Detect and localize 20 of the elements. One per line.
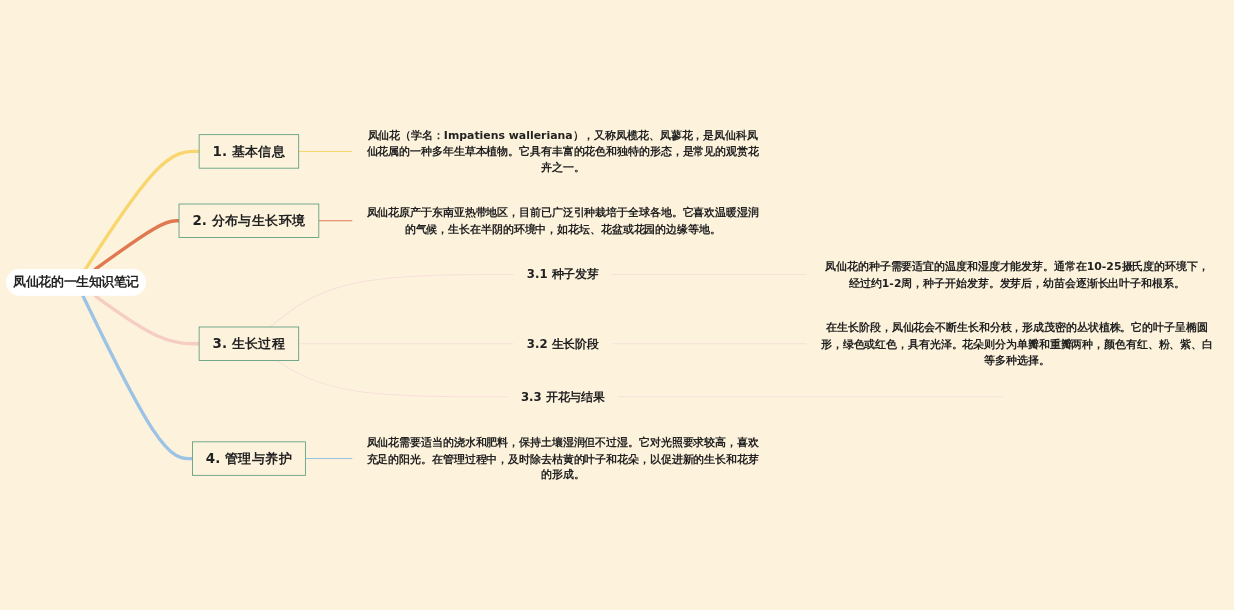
node-text: 3.2 生长阶段: [526, 336, 599, 351]
connector: [93, 294, 200, 346]
node-text: 3.3 开花与结果: [520, 389, 605, 404]
node-box: [178, 203, 320, 238]
connector: [304, 458, 353, 460]
connector: [318, 220, 353, 222]
node-text: 3.1 种子发芽: [526, 267, 599, 281]
node-box: [198, 326, 300, 361]
connector: [81, 294, 193, 461]
node-text: 凤仙花需要适当的浇水和肥料，保持土壤湿润但不过湿。它对光照要求较高，喜欢充足的阳光。在管理过程中，及时除去枯黄的叶子和花朵，以促进新的生长和花芽的形成。: [366, 435, 759, 481]
node-text: 凤仙花原产于东南亚热带地区，目前已广泛引种栽培于全球各地。它喜欢温暖湿润的气候，生长在半阴的环境中，如花坛、花盆或花园的边缘等地。: [366, 206, 759, 236]
connector: [298, 150, 353, 152]
node-text: 凤仙花（学名：Impatiens walleriana），又称凤榄花、凤蓼花，是凤仙科凤仙花属的一种多年生草本植物。它具有丰富的花色和独特的形态，是常见的观赏花卉之一。: [366, 128, 759, 174]
connector: [83, 149, 200, 271]
node-text: 在生长阶段，凤仙花会不断生长和分枝，形成茂密的丛状植株。它的叶子呈椭圆形，绿色或红色，具有光泽。花朵则分为单瓣和重瓣两种，颜色有红、粉、紫、白等多种选择。: [820, 320, 1214, 367]
node-text: 凤仙花的种子需要适宜的温度和湿度才能发芽。通常在10-25摄氏度的环境下，经过约1-2周，种子开始发芽。发芽后，幼苗会逐渐长出叶子和根系。: [825, 259, 1209, 289]
connector: [269, 273, 514, 328]
connector: [275, 360, 508, 398]
node-box: [198, 134, 300, 169]
node-box: [192, 441, 306, 476]
